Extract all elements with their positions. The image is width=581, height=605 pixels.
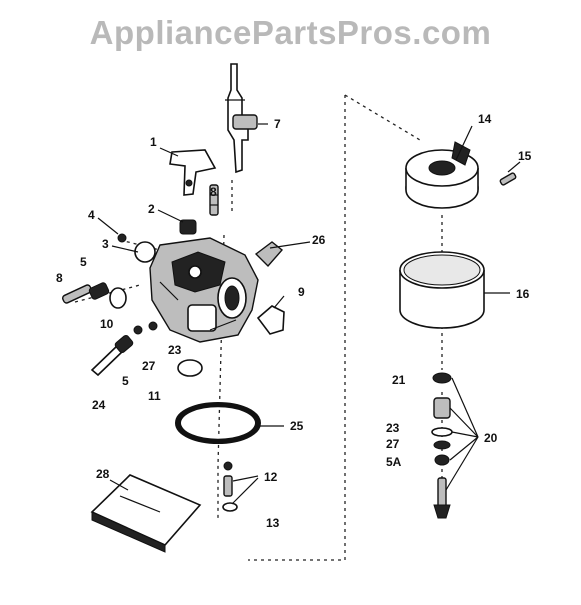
part-27-oring (133, 325, 143, 335)
part-10-gasket (109, 287, 127, 309)
callout-23-right: 23 (386, 421, 400, 435)
part-11-gasket (177, 359, 203, 377)
part-8-screw-left (62, 284, 92, 304)
part-23-washer (148, 321, 158, 331)
callout-3: 3 (102, 237, 109, 251)
callout-12: 12 (264, 470, 278, 484)
callout-15: 15 (518, 149, 532, 163)
part-1-bracket (169, 149, 217, 196)
callout-23-left: 23 (168, 343, 182, 357)
callout-27-left: 27 (142, 359, 156, 373)
callout-11: 11 (148, 389, 161, 403)
part-21-gasket (432, 372, 452, 384)
part-12-screw (223, 475, 233, 497)
part-25-bowl-gasket (175, 402, 261, 444)
carburetor-body (149, 237, 259, 343)
callout-28: 28 (96, 467, 110, 481)
callout-1: 1 (150, 135, 157, 149)
callout-10: 10 (100, 317, 114, 331)
dashed-guide-center (217, 180, 233, 520)
part-28-repair-kit (90, 474, 202, 553)
part-20-bowl-nut (431, 397, 453, 519)
part-9-plate (256, 305, 285, 335)
callout-24: 24 (92, 398, 106, 412)
callout-8-left: 8 (56, 271, 63, 285)
callout-8-upper: 8 (210, 185, 217, 199)
part-26-fitting (254, 241, 311, 268)
part-3-diaphragm (134, 241, 156, 263)
callout-4: 4 (88, 208, 95, 222)
watermark: AppliancePartsPros.com (89, 14, 492, 51)
callout-9: 9 (298, 285, 305, 299)
part-5-spring-left (88, 282, 110, 300)
part-14-float (405, 141, 479, 209)
callout-13: 13 (266, 516, 280, 530)
part-4-pin (117, 233, 127, 243)
callout-5-lower: 5 (122, 374, 129, 388)
callout-14: 14 (478, 112, 492, 126)
callout-25: 25 (290, 419, 304, 433)
part-16-bowl (399, 251, 485, 329)
callout-7: 7 (274, 117, 281, 131)
dashed-guide-left (248, 95, 346, 561)
part-15-pin (499, 172, 517, 186)
callout-20: 20 (484, 431, 498, 445)
part-7-throttle-shaft (225, 63, 258, 174)
part-8-screw-upper (209, 184, 219, 216)
callout-2: 2 (148, 202, 155, 216)
callout-26: 26 (312, 233, 326, 247)
dashed-guide-top (344, 94, 421, 141)
callout-21: 21 (392, 373, 406, 387)
callout-5A: 5A (386, 455, 402, 469)
leader-lines (97, 123, 521, 505)
part-2-spring (179, 219, 197, 235)
callout-16: 16 (516, 287, 530, 301)
part-12-nut (223, 461, 233, 471)
callout-27-right: 27 (386, 437, 400, 451)
part-13-washer (222, 502, 238, 512)
callout-5-upper: 5 (80, 255, 87, 269)
part-24-needle (90, 334, 134, 377)
